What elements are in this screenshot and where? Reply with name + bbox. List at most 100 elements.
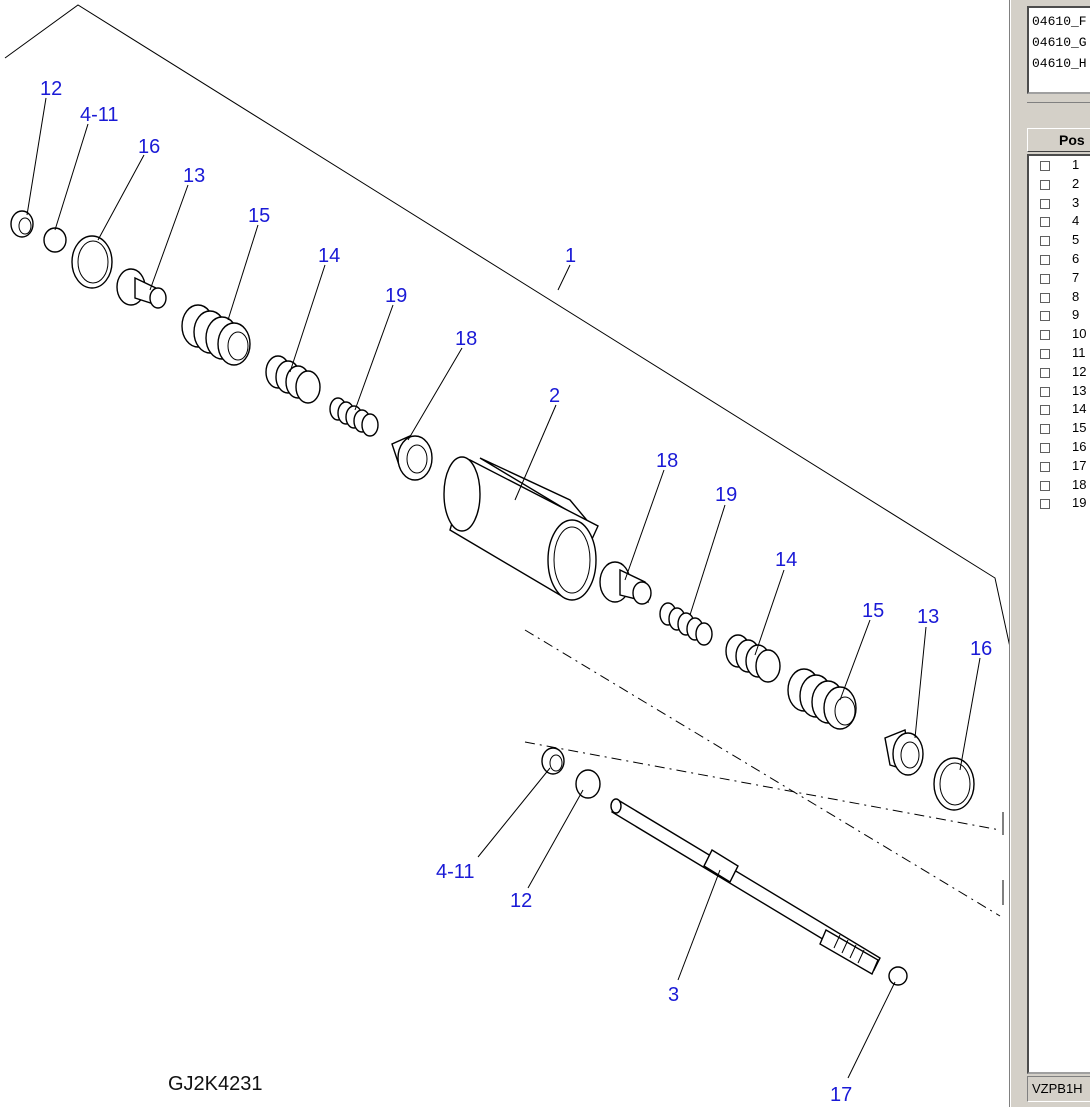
list-item[interactable]: 16 [1029,438,1090,457]
row-checkbox[interactable] [1040,461,1050,472]
position-number: 3 [1072,194,1080,210]
part-18-lower [599,561,652,605]
row-checkbox[interactable] [1040,330,1050,341]
list-item[interactable]: 18 [1029,476,1090,495]
row-checkbox[interactable] [1040,348,1050,359]
row-checkbox[interactable] [1040,236,1050,247]
list-item[interactable]: 1 [1029,156,1090,175]
status-bar: VZPB1H [1027,1076,1090,1102]
position-number: 14 [1072,401,1087,417]
variant-item[interactable]: 04610_F [1032,14,1087,29]
row-checkbox[interactable] [1040,311,1050,322]
position-number: 4 [1072,213,1080,229]
callout-1[interactable]: 1 [565,245,576,267]
position-number: 7 [1072,269,1080,285]
position-number: 18 [1072,476,1087,492]
position-number: 8 [1072,288,1080,304]
list-item[interactable]: 2 [1029,175,1090,194]
callout-13-lower[interactable]: 13 [917,606,939,628]
row-checkbox[interactable] [1040,198,1050,209]
part-14-lower-spring [725,634,781,683]
diagram-canvas: 12 4-11 16 13 15 14 19 18 1 2 18 19 14 1… [4,4,1009,1106]
part-4-11-lower [541,747,565,775]
callout-17[interactable]: 17 [830,1084,852,1106]
callout-18-lower[interactable]: 18 [656,450,678,472]
callout-16-lower[interactable]: 16 [970,638,992,660]
part-13-lower [884,729,924,776]
callout-12-lower[interactable]: 12 [510,890,532,912]
row-checkbox[interactable] [1040,367,1050,378]
part-4-11-upper [43,227,67,253]
parts-side-panel: 04610_F 04610_G 04610_H Pos 1 2 3 4 5 6 … [1019,0,1090,1107]
callout-12-upper[interactable]: 12 [40,78,62,100]
centerline-upper [524,629,1001,917]
list-item[interactable]: 12 [1029,363,1090,382]
variant-list[interactable]: 04610_F 04610_G 04610_H [1027,6,1090,94]
part-16-lower-snap-ring [933,757,975,811]
assembly-outline [4,4,1009,646]
list-item[interactable]: 19 [1029,494,1090,513]
part-2-sleeve [443,456,599,601]
row-checkbox[interactable] [1040,179,1050,190]
callout-4-11-upper[interactable]: 4-11 [80,104,119,126]
callout-16-upper[interactable]: 16 [138,136,160,158]
position-number: 13 [1072,382,1087,398]
position-number: 19 [1072,495,1087,511]
row-checkbox[interactable] [1040,499,1050,510]
row-checkbox[interactable] [1040,424,1050,435]
list-item[interactable]: 4 [1029,212,1090,231]
callout-15-upper[interactable]: 15 [248,205,270,227]
callout-18-upper[interactable]: 18 [455,328,477,350]
leader-lines [26,97,981,1079]
position-number: 1 [1072,157,1080,172]
callout-14-upper[interactable]: 14 [318,245,340,267]
row-checkbox[interactable] [1040,442,1050,453]
part-15-lower-spring [787,668,857,730]
row-checkbox[interactable] [1040,292,1050,303]
part-3-shaft [610,798,881,976]
part-15-upper-spring [181,304,251,366]
callout-15-lower[interactable]: 15 [862,600,884,622]
centerline-lower [524,741,1001,831]
row-checkbox[interactable] [1040,386,1050,397]
list-item[interactable]: 11 [1029,344,1090,363]
row-checkbox[interactable] [1040,254,1050,265]
callout-19-upper[interactable]: 19 [385,285,407,307]
row-checkbox[interactable] [1040,480,1050,491]
callout-3[interactable]: 3 [668,984,679,1006]
list-item[interactable]: 5 [1029,231,1090,250]
list-item[interactable]: 10 [1029,325,1090,344]
list-item[interactable]: 9 [1029,306,1090,325]
row-checkbox[interactable] [1040,217,1050,228]
callout-13-upper[interactable]: 13 [183,165,205,187]
callout-4-11-lower[interactable]: 4-11 [436,861,475,883]
part-12-upper [10,210,34,238]
callout-2[interactable]: 2 [549,385,560,407]
list-item[interactable]: 13 [1029,382,1090,401]
part-13-upper [116,268,167,309]
position-number: 5 [1072,232,1080,248]
callout-19-lower[interactable]: 19 [715,484,737,506]
row-checkbox[interactable] [1040,273,1050,284]
row-checkbox[interactable] [1040,161,1050,171]
list-item[interactable]: 7 [1029,269,1090,288]
exploded-parts-diagram: 12 4-11 16 13 15 14 19 18 1 2 18 19 14 1… [4,0,1010,1107]
variant-item[interactable]: 04610_G [1032,35,1087,50]
list-item[interactable]: 15 [1029,419,1090,438]
callout-14-lower[interactable]: 14 [775,549,797,571]
position-number: 11 [1072,344,1086,360]
list-item[interactable]: 3 [1029,194,1090,213]
list-item[interactable]: 8 [1029,288,1090,307]
list-item[interactable]: 6 [1029,250,1090,269]
pos-column-header[interactable]: Pos [1027,128,1090,152]
row-checkbox[interactable] [1040,405,1050,416]
position-number: 15 [1072,420,1087,436]
part-19-lower-spring [659,602,713,646]
variant-item[interactable]: 04610_H [1032,56,1087,71]
part-12-lower [575,769,601,799]
list-item[interactable]: 14 [1029,400,1090,419]
parts-position-list[interactable]: 1 2 3 4 5 6 7 8 9 10 11 12 13 14 15 16 1… [1027,154,1090,1074]
position-number: 16 [1072,438,1087,454]
variant-list-scrollbar[interactable] [1027,94,1090,103]
list-item[interactable]: 17 [1029,457,1090,476]
